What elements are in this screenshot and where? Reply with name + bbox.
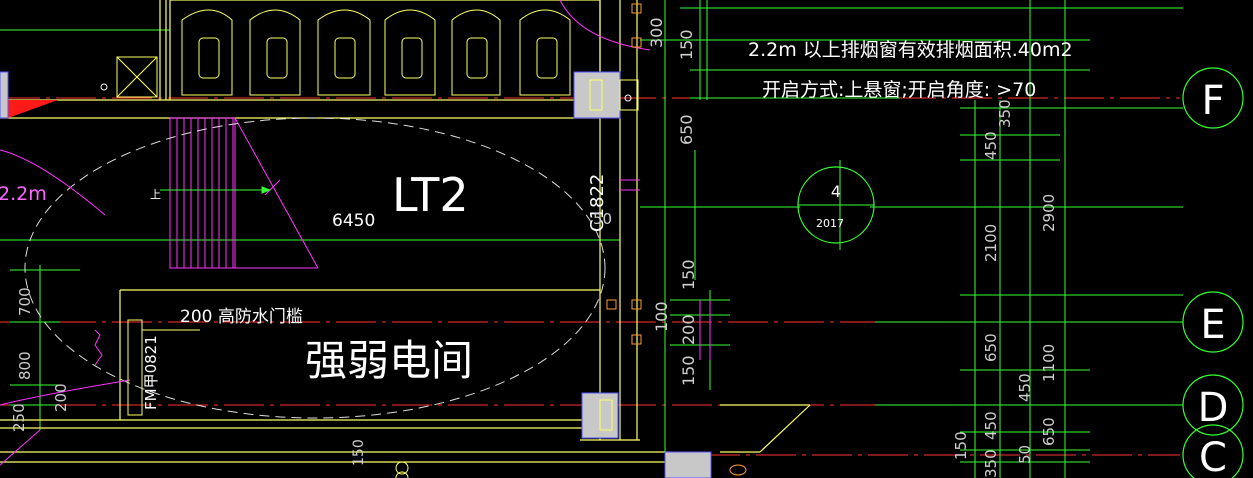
room-code-lt2: LT2 <box>392 168 469 222</box>
green-dimension-lines <box>0 0 1183 478</box>
detail-sheet: 2017 <box>816 217 844 230</box>
dim-left-800: 800 <box>16 351 34 380</box>
dim-left-200: 200 <box>52 383 70 412</box>
open-mode-note: 开启方式:上悬窗;开启角度: >70 <box>762 79 1036 101</box>
axis-bubble-group <box>1182 67 1244 478</box>
dim-small-150: 150 <box>351 439 367 466</box>
dim-right-450a: 450 <box>982 131 1000 160</box>
dim-right-350b: 350 <box>982 449 1000 478</box>
detail-callout-outline <box>24 117 606 419</box>
red-marker <box>8 100 58 118</box>
pipe-marker <box>100 83 108 91</box>
axis-bubble-c <box>1182 424 1244 478</box>
door-panel <box>127 319 200 416</box>
dim-mid-150a: 150 <box>679 259 698 290</box>
dim-right-350a: 350 <box>996 99 1014 128</box>
dim-right-650b: 650 <box>1040 417 1058 446</box>
dim-right-2900: 2900 <box>1040 194 1058 232</box>
yellow-walls <box>0 0 811 463</box>
dim-top-150: 150 <box>677 29 696 60</box>
dim-right-450c: 450 <box>982 411 1000 440</box>
axis-label-f: F <box>1201 78 1224 124</box>
stair-arrow-label: 上 <box>150 188 161 201</box>
bottom-circles <box>395 461 747 478</box>
threshold-note: 200 高防水门槛 <box>180 307 303 327</box>
left-cut-text: 2.2m <box>0 183 47 205</box>
dim-left-250: 250 <box>10 403 28 432</box>
dim-mid-150b: 150 <box>679 355 698 386</box>
dim-mid-650: 650 <box>677 114 696 145</box>
dim-mid-200: 200 <box>679 314 698 345</box>
dim-right-50: 50 <box>1016 445 1034 464</box>
dim-6450: 6450 <box>332 211 375 231</box>
dim-right-2100: 2100 <box>982 224 1000 262</box>
detail-number: 4 <box>831 182 841 201</box>
dim-left-700: 700 <box>16 287 34 316</box>
smoke-window-note: 2.2m 以上排烟窗有效排烟面积.40m2 <box>748 39 1073 61</box>
axis-bubble-f <box>1182 67 1244 129</box>
magenta-arcs <box>0 0 651 466</box>
dimension-labels: 300 150 650 50 150 100 200 150 150 350 4… <box>10 17 1058 478</box>
stair-direction-arrow <box>160 186 272 194</box>
dim-small-50: 50 <box>593 210 612 228</box>
column-trim <box>589 79 639 431</box>
tag-c1822: C1822 <box>587 174 608 232</box>
small-markers <box>606 3 642 345</box>
detail-symbol <box>797 166 875 244</box>
dim-right-1100: 1100 <box>1040 344 1058 382</box>
axis-bubble-d <box>1182 374 1244 436</box>
dim-right-450b: 450 <box>1016 373 1034 402</box>
dim-right-650a: 650 <box>982 333 1000 362</box>
dim-right-150: 150 <box>952 431 970 460</box>
dim-left-100: 100 <box>652 301 671 332</box>
dim-top-300: 300 <box>647 17 666 48</box>
door-code: FM甲0821 <box>142 335 160 410</box>
shaft-box <box>116 56 158 98</box>
axis-label-e: E <box>1200 302 1225 348</box>
axis-label-c: C <box>1199 435 1227 478</box>
axis-label-d: D <box>1198 385 1229 431</box>
column-left-top <box>0 71 9 119</box>
top-window-row <box>181 9 571 96</box>
mid-right-grid <box>620 179 711 360</box>
axis-bubble-e <box>1182 291 1244 353</box>
room-name: 强弱电间 <box>305 336 473 385</box>
column-marker <box>624 94 632 102</box>
stair <box>169 117 319 269</box>
